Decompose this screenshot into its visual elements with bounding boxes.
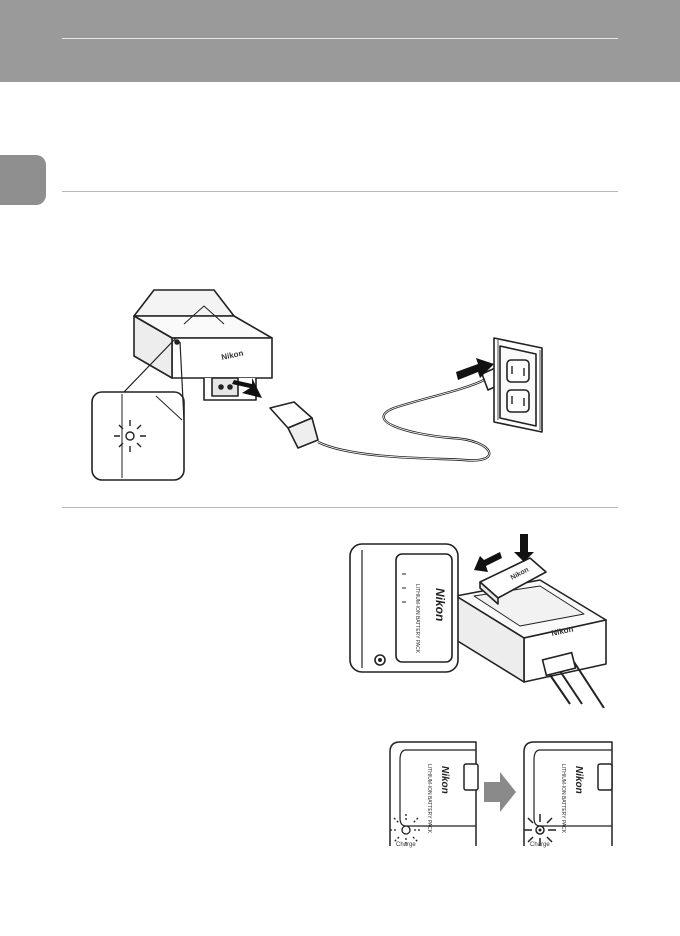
header-rule (62, 38, 618, 39)
charge-lamp-illustration: Nikon LITHIUM-ION BATTERY PACK Charge Ni… (389, 741, 613, 848)
lamp-blinking-icon (390, 814, 422, 846)
charger (455, 579, 607, 683)
charge-lamp-blinking-icon (114, 420, 146, 452)
panel-battery-name: LITHIUM-ION BATTERY PACK (426, 764, 432, 834)
wall-outlet (493, 337, 543, 433)
charger-plug-in-illustration: Nikon (91, 289, 543, 481)
power-cord (317, 378, 491, 462)
indicator-zoom-callout (91, 337, 185, 481)
header-band (0, 0, 680, 82)
section-divider-1 (62, 191, 618, 192)
chapter-tab[interactable] (0, 155, 46, 205)
transition-arrow-icon (484, 772, 516, 812)
arrow-slide-icon (474, 552, 502, 572)
panel-battery-name: LITHIUM-ION BATTERY PACK (560, 764, 566, 834)
battery (479, 557, 547, 605)
inset-brand-label: Nikon (433, 588, 447, 621)
battery-charging-panel (389, 741, 479, 846)
section-divider-2 (62, 507, 618, 508)
battery-label-inset (349, 543, 459, 673)
arrow-down-icon (514, 534, 534, 562)
panel-brand-label: Nikon (439, 766, 450, 794)
lamp-steady-icon (524, 814, 556, 846)
ac-connector (269, 401, 319, 449)
arrow-into-outlet-icon (456, 358, 494, 380)
panel-brand-label: Nikon (573, 766, 584, 794)
battery-charged-panel (523, 741, 613, 846)
arrow-into-charger-icon (232, 378, 262, 398)
charger (133, 289, 273, 401)
inset-battery-name: LITHIUM-ION BATTERY PACK (414, 584, 420, 654)
charge-label-left: Charge (396, 842, 416, 848)
charge-label-right: Charge (530, 842, 550, 848)
battery-insert-illustration: Nikon Nikon Nikon LITHIUM-ION BATTERY PA… (349, 534, 607, 708)
